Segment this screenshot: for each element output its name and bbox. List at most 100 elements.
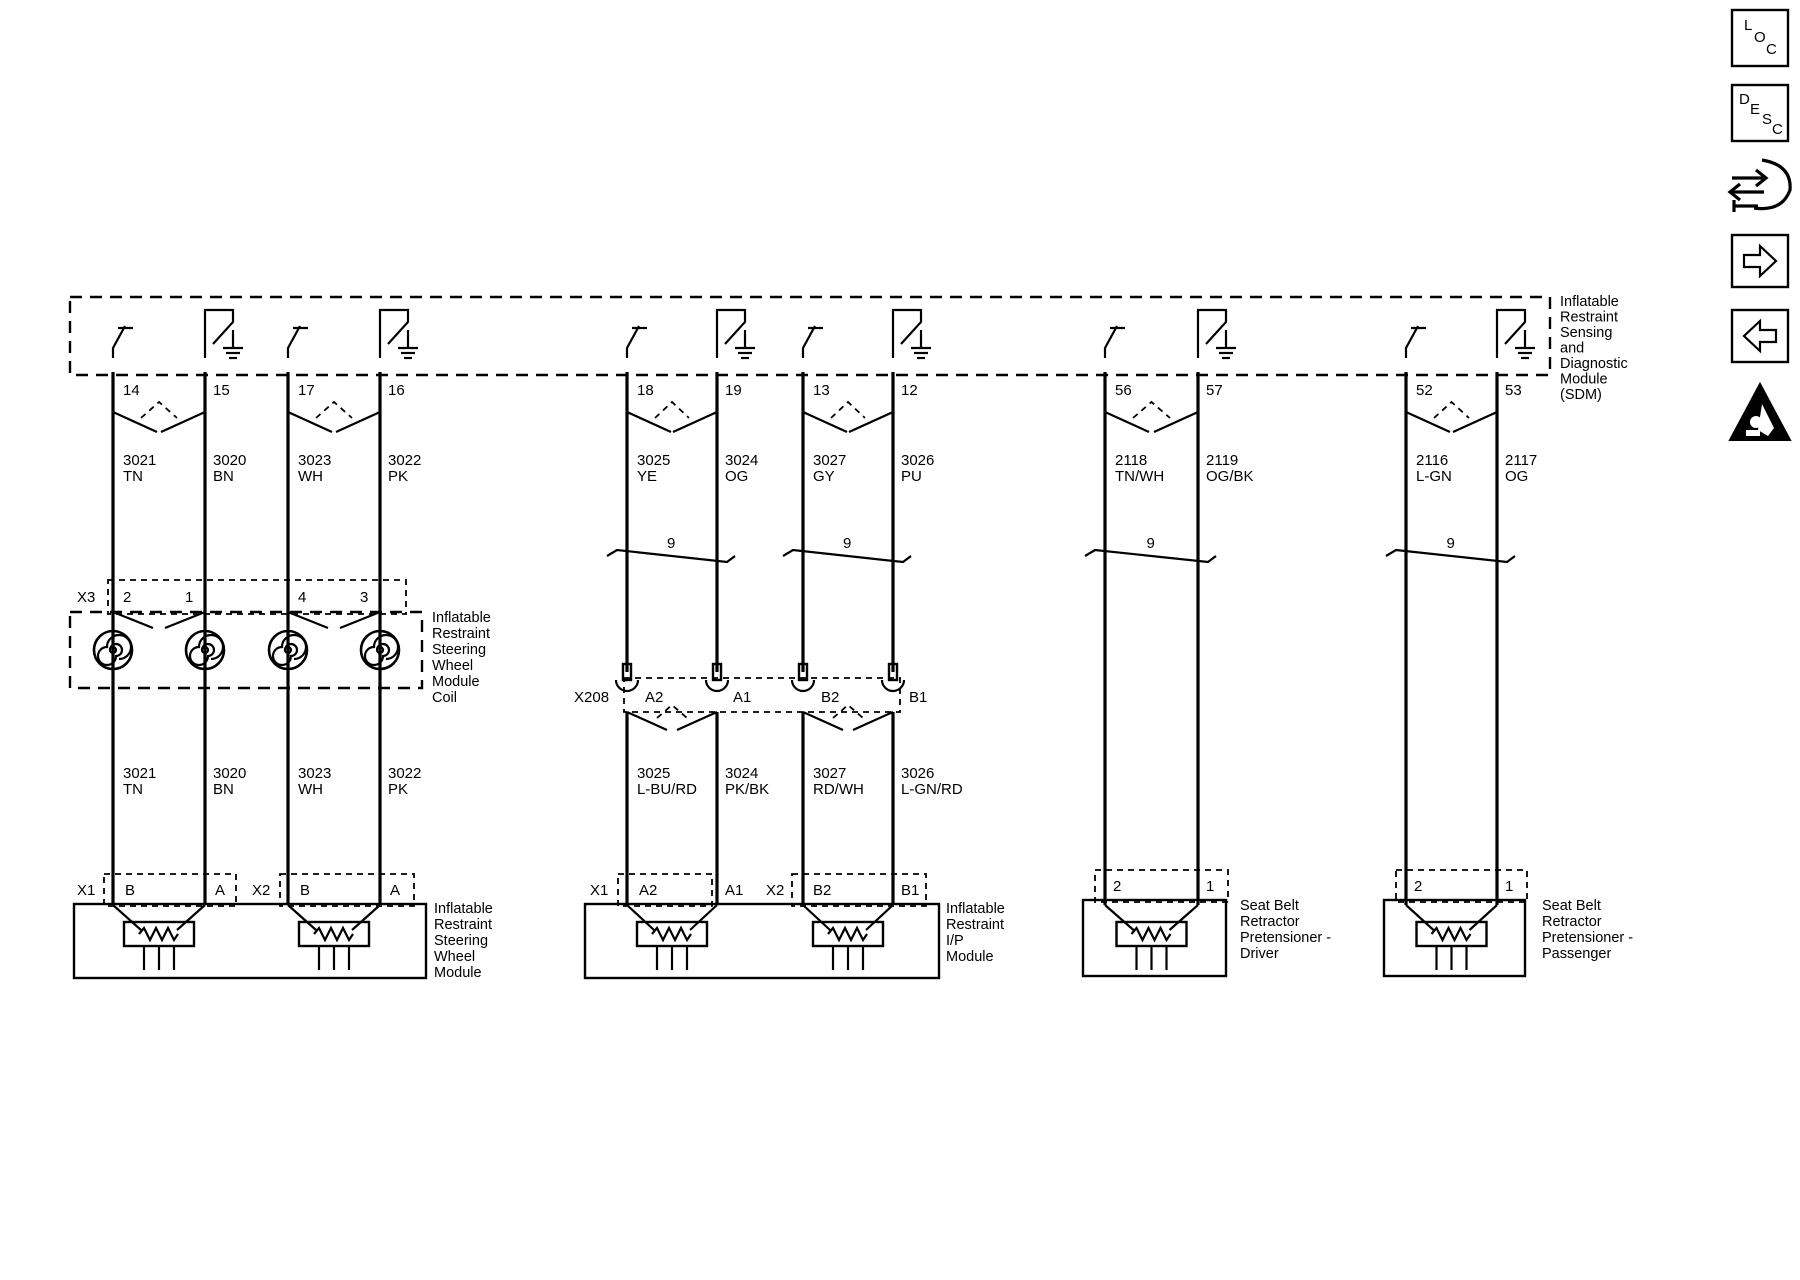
twist-label: 9 <box>667 535 675 552</box>
squib-lead <box>1104 904 1199 931</box>
circuit-number: 3024 <box>725 765 758 782</box>
circuit-number: 2116 <box>1416 452 1448 469</box>
sdm-switch-contact <box>286 325 308 358</box>
twist-label: 9 <box>843 535 851 552</box>
wire-color: PK <box>388 468 408 485</box>
squib-lead <box>112 904 206 931</box>
connector-label: X1 <box>77 882 95 899</box>
squib-resistor <box>138 925 179 943</box>
shorting-bar <box>626 410 718 434</box>
squib-lead <box>1405 904 1498 931</box>
sdm-switch-hook <box>891 308 923 358</box>
wire-color: OG <box>725 468 748 485</box>
circuit-number: 2119 <box>1206 452 1238 469</box>
sdm-switch-contact <box>1103 325 1125 358</box>
circuit-number: 2117 <box>1505 452 1537 469</box>
twist-label: 9 <box>1447 535 1455 552</box>
circuit-number: 3025 <box>637 765 670 782</box>
sdm-pin-label: 14 <box>123 382 140 399</box>
squib-resistor <box>827 925 868 943</box>
passenger-pretensioner-body <box>1382 898 1527 978</box>
ip-module-label: Module <box>946 949 994 965</box>
shorting-bar-dash <box>140 400 178 419</box>
x208-pin-male <box>797 662 809 682</box>
desc-icon-letter: C <box>1772 121 1783 138</box>
steering-module-label: Steering <box>434 933 488 949</box>
coil-label: Wheel <box>432 658 473 674</box>
sdm-pin-label: 18 <box>637 382 654 399</box>
circuit-number: 3024 <box>725 452 758 469</box>
connector-label: X2 <box>252 882 270 899</box>
driver-pretensioner-connector <box>1094 869 1229 903</box>
twisted-pair-marker <box>606 548 736 564</box>
module-pin-label: 1 <box>1505 878 1513 895</box>
x208-pin-label: A1 <box>733 689 751 706</box>
schematic-body: InflatableRestraintSensingandDiagnosticM… <box>68 294 1633 981</box>
ip-module-x2-connector <box>791 873 927 907</box>
module-pin-label: B2 <box>813 882 831 899</box>
steering-module-label: Module <box>434 965 482 981</box>
squib-lead <box>287 904 381 931</box>
arrow-left-icon[interactable] <box>1730 308 1790 364</box>
x208-pin-female <box>790 679 816 693</box>
shorting-bar-dash <box>1132 400 1171 419</box>
coil-pin-label: 1 <box>185 589 193 606</box>
x208-pin-label: B2 <box>821 689 839 706</box>
warning-triangle <box>1728 381 1792 441</box>
shorting-bar-dash <box>656 703 688 719</box>
connector-label: X3 <box>77 589 95 606</box>
sdm-label: (SDM) <box>1560 387 1602 403</box>
steering-module-label: Inflatable <box>434 901 493 917</box>
x208-pin-male <box>887 662 899 682</box>
coil-pin-label: 3 <box>360 589 368 606</box>
sdm-switch-hook <box>203 308 235 358</box>
arrow-right-icon[interactable] <box>1730 233 1790 289</box>
wire-color: PK/BK <box>725 781 769 798</box>
wire-color: OG <box>1505 468 1528 485</box>
ip-module-x1-connector <box>617 873 713 907</box>
steering-module-x2-connector <box>279 873 415 907</box>
ip-module-body <box>583 902 941 980</box>
wire-color: L-BU/RD <box>637 781 697 798</box>
connector-label: X2 <box>766 882 784 899</box>
steering-module-label: Wheel <box>434 949 475 965</box>
circuit-number: 3025 <box>637 452 670 469</box>
squib-resistor <box>1130 925 1172 943</box>
squib-lead <box>802 904 894 931</box>
sdm-pin-label: 16 <box>388 382 405 399</box>
airbag-warning-icon[interactable] <box>1728 381 1792 441</box>
driver-pretensioner-label: Retractor <box>1240 914 1300 930</box>
module-pin-label: B <box>125 882 135 899</box>
ip-module-label: Inflatable <box>946 901 1005 917</box>
desc-icon[interactable] <box>1730 83 1790 143</box>
connector-repair-icon[interactable] <box>1727 158 1792 212</box>
desc-icon-letter: S <box>1762 111 1772 128</box>
clockspring-coil-icon <box>188 633 225 667</box>
driver-pretensioner-label: Driver <box>1240 946 1279 962</box>
arrow-left-shape <box>1742 318 1778 354</box>
coil-pin-label: 4 <box>298 589 306 606</box>
x208-pin-male <box>711 662 723 682</box>
wire-color: L-GN <box>1416 468 1452 485</box>
circuit-number: 3023 <box>298 765 331 782</box>
steering-module-label: Restraint <box>434 917 492 933</box>
passenger-pretensioner-connector <box>1395 869 1528 903</box>
shorting-bar-dash <box>654 400 690 419</box>
repair-arrow <box>1727 182 1764 202</box>
shorting-bar <box>112 610 206 630</box>
clockspring-coil-icon <box>96 633 133 667</box>
sdm-label: Restraint <box>1560 310 1618 326</box>
steering-wheel-module-body <box>72 902 428 980</box>
shorting-bar-dash <box>315 400 353 419</box>
sdm-label: Diagnostic <box>1560 356 1628 372</box>
wire-color: RD/WH <box>813 781 864 798</box>
sdm-switch-hook <box>1196 308 1228 358</box>
circuit-number: 3022 <box>388 765 421 782</box>
passenger-pretensioner-label: Passenger <box>1542 946 1611 962</box>
shorting-bar-dash <box>832 703 864 719</box>
loc-icon[interactable] <box>1730 8 1790 68</box>
repair-outline <box>1753 158 1792 211</box>
shorting-bar <box>287 410 381 434</box>
sdm-pin-label: 17 <box>298 382 315 399</box>
